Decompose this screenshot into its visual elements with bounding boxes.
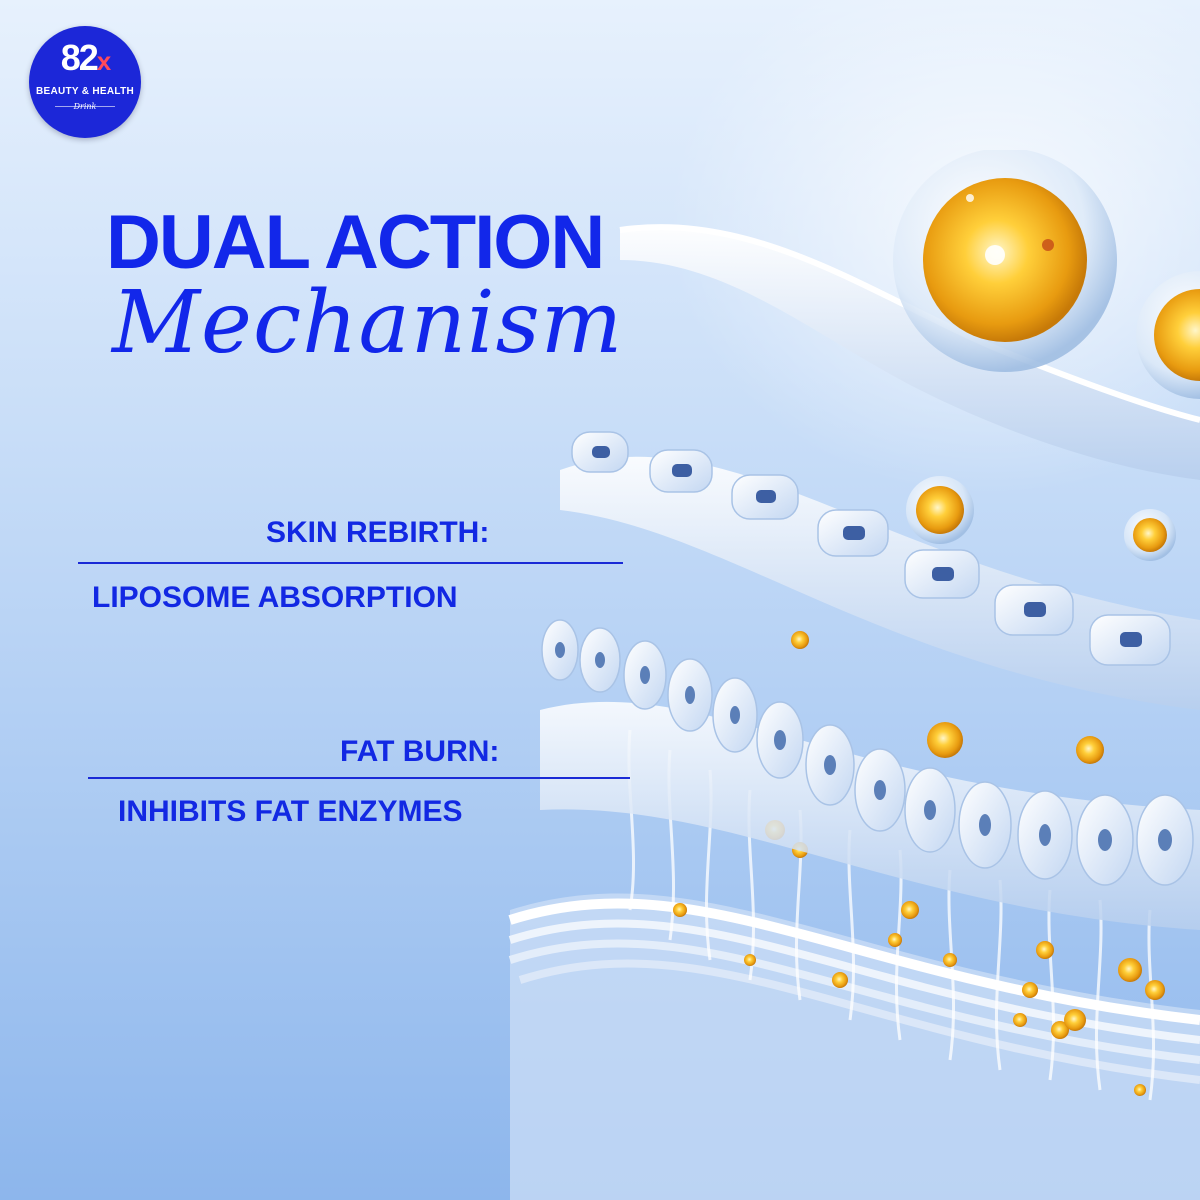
headline-subtitle: Mechanism: [112, 273, 624, 373]
logo-mark: 82x: [60, 37, 112, 78]
benefit-divider: [88, 777, 630, 779]
logo-script: Drink: [73, 102, 97, 111]
benefit-divider: [78, 562, 623, 564]
logo-tagline: BEAUTY & HEALTH: [35, 86, 135, 97]
benefit-heading-fat-burn: FAT BURN:: [340, 735, 500, 768]
liposome-capsule-large: [893, 150, 1117, 372]
benefit-detail-fat-enzymes: INHIBITS FAT ENZYMES: [118, 795, 463, 828]
brand-logo: 82x BEAUTY & HEALTH Drink: [29, 26, 141, 138]
cell-layer-lower: [540, 619, 1200, 930]
liposome-capsule-right: [1136, 271, 1200, 399]
base-layer-sheets: [508, 893, 1200, 1200]
benefit-heading-skin-rebirth: SKIN REBIRTH:: [266, 516, 490, 549]
headline-title: DUAL ACTION: [106, 200, 605, 285]
benefit-detail-liposome: LIPOSOME ABSORPTION: [92, 581, 458, 614]
skin-layers-illustration: [508, 150, 1200, 1200]
cell-layer-middle: [560, 431, 1200, 710]
logo-divider: [55, 106, 115, 107]
